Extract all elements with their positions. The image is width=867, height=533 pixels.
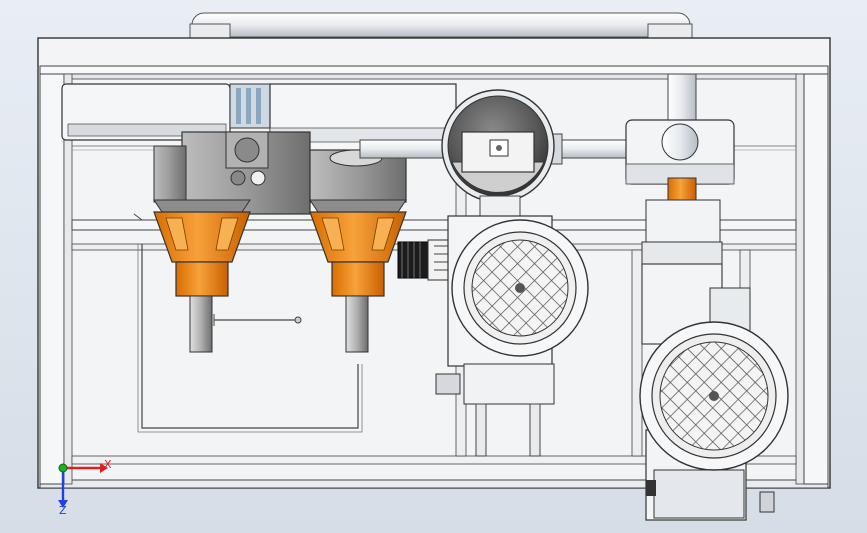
y-axis-dot xyxy=(58,463,68,473)
coordinate-triad xyxy=(58,463,108,508)
pump-right xyxy=(639,263,789,521)
top-handle-pipe xyxy=(189,12,693,39)
filter-housing-left xyxy=(153,145,251,353)
sensor-bracket xyxy=(133,213,363,433)
pump-left xyxy=(435,215,589,457)
dome-sight-glass xyxy=(441,89,555,217)
triad-x-label: X xyxy=(104,458,112,471)
discharge-pipe xyxy=(625,73,735,265)
triad-z-label: Z xyxy=(59,504,67,517)
filter-housing-right xyxy=(309,149,407,353)
